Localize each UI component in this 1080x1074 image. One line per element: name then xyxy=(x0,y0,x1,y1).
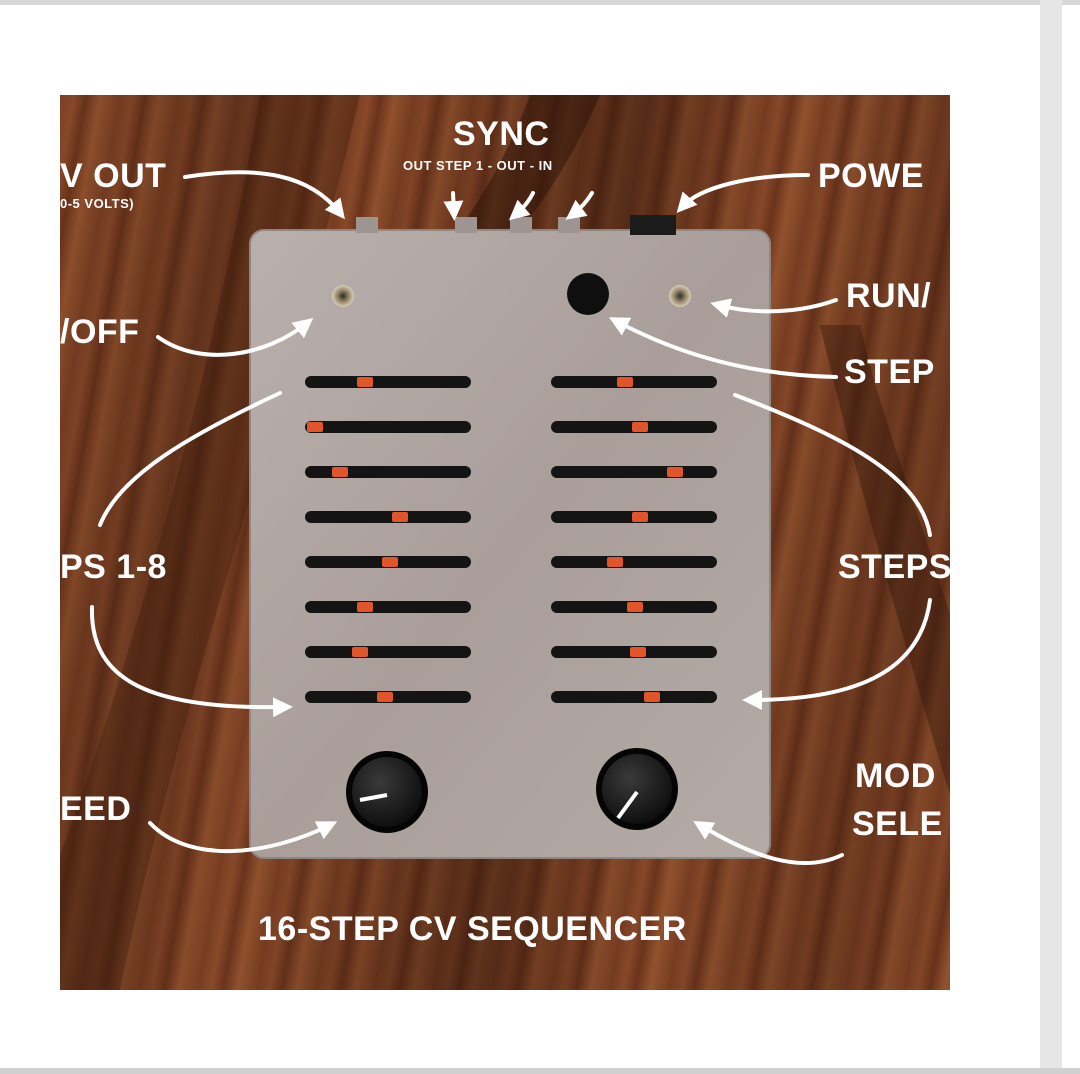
slider-led-right-6[interactable] xyxy=(627,602,643,612)
scrollbar-track[interactable] xyxy=(1040,0,1062,1074)
slider-led-left-2[interactable] xyxy=(307,422,323,432)
top-divider xyxy=(0,0,1080,5)
arrow-steps-left-bottom xyxy=(89,605,293,718)
mode-label-line2: SELE xyxy=(852,805,943,843)
slider-slot-left-4 xyxy=(305,511,471,523)
slider-led-right-5[interactable] xyxy=(607,557,623,567)
arrow-steps-right-top xyxy=(733,393,932,537)
slider-slot-left-2 xyxy=(305,421,471,433)
slider-led-left-7[interactable] xyxy=(352,647,368,657)
step-label: STEP xyxy=(844,353,935,391)
on-off-label: /OFF xyxy=(60,313,140,351)
slider-led-right-1[interactable] xyxy=(617,377,633,387)
slider-led-right-2[interactable] xyxy=(632,422,648,432)
arrow-on-off xyxy=(156,317,314,357)
arrow-power xyxy=(676,173,810,213)
steps-right-label: STEPS xyxy=(838,548,950,586)
arrow-run xyxy=(710,298,838,318)
sync-jack-1 xyxy=(455,217,477,233)
cv-range-label: 0-5 VOLTS) xyxy=(60,196,135,211)
sync-label: SYNC xyxy=(453,115,550,153)
slider-group xyxy=(305,376,717,703)
wood-streak xyxy=(820,325,950,795)
slider-led-left-8[interactable] xyxy=(377,692,393,702)
slider-slot-left-1 xyxy=(305,376,471,388)
slider-led-right-7[interactable] xyxy=(630,647,646,657)
mode-label-line1: MOD xyxy=(855,757,936,795)
sequencer-illustration xyxy=(60,95,950,990)
slider-led-left-3[interactable] xyxy=(332,467,348,477)
cv-out-jack xyxy=(356,217,378,233)
slider-slot-left-6 xyxy=(305,601,471,613)
arrow-sync-1 xyxy=(443,191,464,221)
steps-left-label: PS 1-8 xyxy=(60,548,167,586)
on-off-toggle xyxy=(332,285,354,307)
cv-out-label: V OUT xyxy=(60,157,167,195)
power-jack xyxy=(630,215,676,235)
arrow-speed xyxy=(148,821,338,854)
slider-slot-left-3 xyxy=(305,466,471,478)
slider-led-left-5[interactable] xyxy=(382,557,398,567)
slider-led-right-8[interactable] xyxy=(644,692,660,702)
speed-label: EED xyxy=(60,790,132,828)
device-title: 16-STEP CV SEQUENCER xyxy=(258,910,687,948)
bottom-divider xyxy=(0,1068,1080,1074)
slider-slot-right-5 xyxy=(551,556,717,568)
arrow-steps-right-bottom xyxy=(742,598,932,710)
run-label: RUN/ xyxy=(846,277,932,315)
arrow-mode-select xyxy=(693,820,844,865)
arrow-cv-out xyxy=(183,170,345,220)
slider-led-left-4[interactable] xyxy=(392,512,408,522)
speed-knob xyxy=(346,751,428,833)
run-toggle xyxy=(669,285,691,307)
arrow-steps-left-top xyxy=(98,391,282,527)
sync-jack-3 xyxy=(558,217,580,233)
slider-led-right-4[interactable] xyxy=(632,512,648,522)
sequencer-panel xyxy=(249,229,771,859)
slider-slot-right-1 xyxy=(551,376,717,388)
arrow-sync-3 xyxy=(565,191,594,220)
arrow-sync-2 xyxy=(508,191,535,221)
slider-slot-left-7 xyxy=(305,646,471,658)
power-label: POWE xyxy=(818,157,924,195)
arrow-step xyxy=(608,317,838,379)
slider-led-right-3[interactable] xyxy=(667,467,683,477)
slider-slot-right-3 xyxy=(551,466,717,478)
slider-led-left-6[interactable] xyxy=(357,602,373,612)
sync-sublabel: OUT STEP 1 - OUT - IN xyxy=(403,158,553,173)
sequencer-photo: SYNC OUT STEP 1 - OUT - IN V OUT 0-5 VOL… xyxy=(60,95,950,990)
sync-jack-2 xyxy=(510,217,532,233)
step-button xyxy=(567,273,609,315)
slider-slot-right-8 xyxy=(551,691,717,703)
slider-led-left-1[interactable] xyxy=(357,377,373,387)
mode-select-knob xyxy=(596,748,678,830)
